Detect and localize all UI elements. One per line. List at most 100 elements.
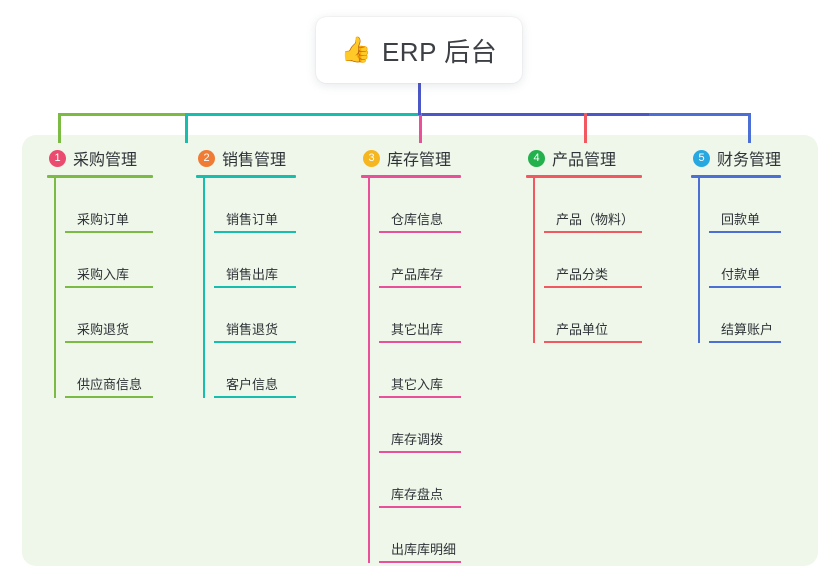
- branch-leaf-rule: [65, 341, 153, 343]
- branch-leaf-label: 库存调拨: [391, 432, 444, 447]
- branch-leaf-item[interactable]: 产品单位: [544, 288, 642, 343]
- branch-leaf-item[interactable]: 仓库信息: [379, 178, 461, 233]
- branch-leaf-item[interactable]: 结算账户: [709, 288, 781, 343]
- root-node-card[interactable]: 👍 ERP 后台: [316, 17, 522, 83]
- root-trunk-connector: [418, 82, 421, 115]
- branch-leaf-item[interactable]: 供应商信息: [65, 343, 153, 398]
- branch-leaf-item[interactable]: 销售订单: [214, 178, 296, 233]
- branch-leaf-item[interactable]: 销售出库: [214, 233, 296, 288]
- branch-leaf-item[interactable]: 付款单: [709, 233, 781, 288]
- branch-spine: [368, 178, 370, 563]
- branch-leaf-rule: [379, 561, 461, 563]
- branch-leaf-rule: [379, 396, 461, 398]
- branch-title: 产品管理: [552, 152, 617, 169]
- connector-segment-4: [649, 113, 749, 116]
- branch-leaf-rule: [709, 286, 781, 288]
- branch-leaf-item[interactable]: 产品库存: [379, 233, 461, 288]
- branch-leaf-rule: [65, 231, 153, 233]
- branch-items: 回款单付款单结算账户: [691, 178, 781, 343]
- branch-leaf-label: 其它入库: [391, 377, 444, 392]
- branch-leaf-label: 采购订单: [77, 212, 130, 227]
- branch-leaf-label: 销售出库: [226, 267, 279, 282]
- connector-drop-1: [58, 113, 61, 143]
- branch-leaf-rule: [214, 286, 296, 288]
- branch-leaf-item[interactable]: 采购订单: [65, 178, 153, 233]
- branch-leaf-item[interactable]: 出库库明细: [379, 508, 461, 563]
- branch-leaf-label: 仓库信息: [391, 212, 444, 227]
- branch-leaf-label: 采购退货: [77, 322, 130, 337]
- branch-leaf-label: 付款单: [721, 267, 761, 282]
- branch-leaf-label: 客户信息: [226, 377, 279, 392]
- connector-drop-3: [419, 113, 422, 143]
- branch-title: 库存管理: [387, 152, 452, 169]
- branch-items: 产品（物料） 产品分类产品单位: [526, 178, 642, 343]
- branches-panel: [22, 135, 818, 566]
- branch-leaf-label: 结算账户: [721, 322, 774, 337]
- branch-leaf-label: 出库库明细: [391, 542, 457, 557]
- branch-leaf-rule: [379, 231, 461, 233]
- branch-header-rule: [196, 175, 296, 178]
- connector-drop-5: [748, 113, 751, 143]
- branch-leaf-rule: [379, 286, 461, 288]
- branch-leaf-rule: [65, 396, 153, 398]
- branch-leaf-label: 产品库存: [391, 267, 444, 282]
- branch-leaf-rule: [65, 286, 153, 288]
- branch-leaf-item[interactable]: 库存调拨: [379, 398, 461, 453]
- branch-leaf-rule: [214, 396, 296, 398]
- branch-leaf-rule: [379, 451, 461, 453]
- branch-leaf-rule: [379, 506, 461, 508]
- branch-leaf-rule: [214, 341, 296, 343]
- branch-index-badge: 1: [49, 149, 66, 167]
- branch-leaf-label: 产品分类: [556, 267, 609, 282]
- branch-leaf-label: 库存盘点: [391, 487, 444, 502]
- branch-header-rule: [361, 175, 461, 178]
- connector-drop-2: [185, 113, 188, 143]
- thumbs-up-icon: 👍: [340, 35, 372, 64]
- branch-header-rule: [691, 175, 781, 178]
- branch-leaf-rule: [379, 341, 461, 343]
- branch-leaf-item[interactable]: 产品分类: [544, 233, 642, 288]
- branch-leaf-item[interactable]: 其它入库: [379, 343, 461, 398]
- branch-leaf-item[interactable]: 库存盘点: [379, 453, 461, 508]
- connector-drop-4: [584, 113, 587, 143]
- branch-header-3[interactable]: 3 库存管理: [361, 146, 461, 170]
- connector-segment-3: [419, 113, 649, 116]
- branch-leaf-rule: [544, 286, 642, 288]
- branch-leaf-item[interactable]: 其它出库: [379, 288, 461, 343]
- branch-leaf-label: 供应商信息: [77, 377, 143, 392]
- branch-leaf-item[interactable]: 客户信息: [214, 343, 296, 398]
- connector-segment-2: [185, 113, 419, 116]
- branch-leaf-label: 销售订单: [226, 212, 279, 227]
- branch-leaf-label: 产品（物料）: [556, 212, 635, 227]
- branch-leaf-rule: [544, 341, 642, 343]
- branch-leaf-label: 回款单: [721, 212, 761, 227]
- branch-leaf-item[interactable]: 采购入库: [65, 233, 153, 288]
- branch-spine: [698, 178, 700, 343]
- branch-items: 销售订单销售出库销售退货客户信息: [196, 178, 296, 398]
- branch-spine: [533, 178, 535, 343]
- branch-items: 采购订单采购入库采购退货供应商信息: [47, 178, 153, 398]
- branch-column-3: 3 库存管理仓库信息产品库存其它出库其它入库库存调拨库存盘点出库库明细: [361, 146, 461, 563]
- branch-leaf-rule: [709, 341, 781, 343]
- branch-leaf-label: 产品单位: [556, 322, 609, 337]
- branch-leaf-label: 其它出库: [391, 322, 444, 337]
- branch-header-rule: [526, 175, 642, 178]
- branch-leaf-label: 采购入库: [77, 267, 130, 282]
- branch-leaf-item[interactable]: 回款单: [709, 178, 781, 233]
- branch-index-badge: 3: [363, 149, 380, 167]
- branch-header-rule: [47, 175, 153, 178]
- branch-title: 销售管理: [222, 152, 287, 169]
- branch-leaf-item[interactable]: 采购退货: [65, 288, 153, 343]
- branch-spine: [203, 178, 205, 398]
- branch-leaf-label: 销售退货: [226, 322, 279, 337]
- branch-leaf-rule: [544, 231, 642, 233]
- branch-leaf-rule: [214, 231, 296, 233]
- branch-leaf-item[interactable]: 产品（物料）: [544, 178, 642, 233]
- branch-leaf-item[interactable]: 销售退货: [214, 288, 296, 343]
